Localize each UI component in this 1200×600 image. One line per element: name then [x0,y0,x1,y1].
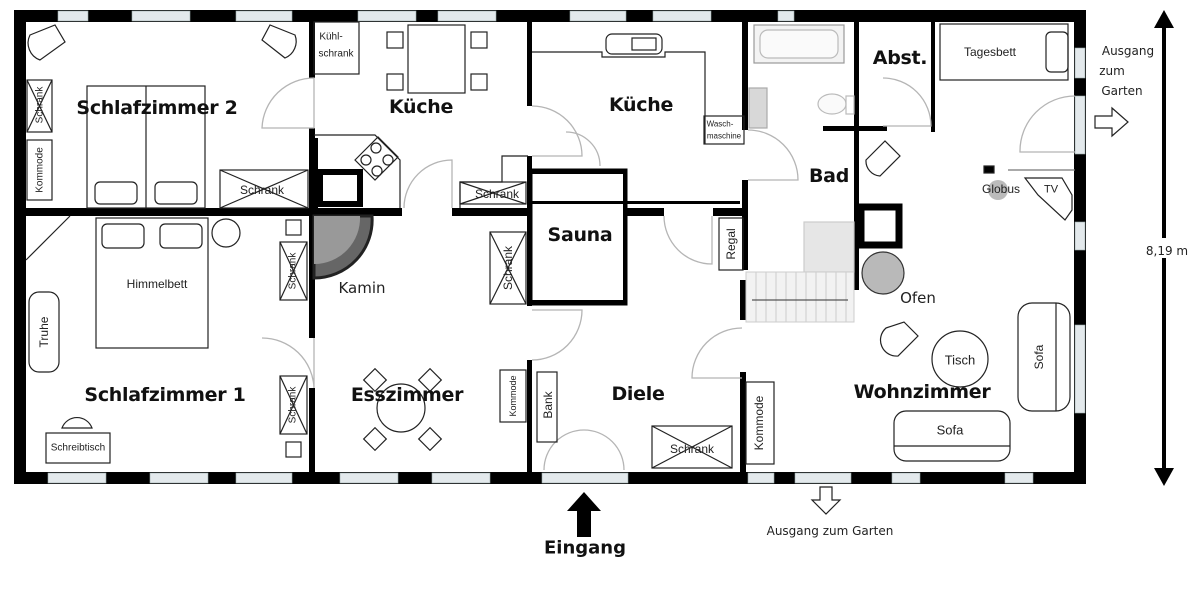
label-sofa-vertical: Sofa [1032,344,1046,370]
label-himmelbett: Himmelbett [126,277,188,291]
room-label-kueche-1: Küche [388,96,454,118]
label-schrank-sz1-bottom: Schrank [287,386,299,424]
exit-south-label: Ausgang zum Garten [766,524,894,538]
entrance-label: Eingang [543,537,627,559]
room-label-esszimmer: Esszimmer [350,384,464,406]
label-waschmaschine-1: Wasch- [706,119,734,129]
label-tv: TV [1043,183,1059,196]
exit-east-line-1: Ausgang [1101,44,1155,58]
label-tisch: Tisch [944,352,976,368]
label-ofen: Ofen [900,289,936,307]
label-schrank-sz2-left: Schrank [34,86,46,124]
arrow-right-icon [1094,106,1129,138]
room-label-wohnzimmer: Wohnzimmer [853,381,991,403]
sauna-box [529,168,628,306]
label-schreibtisch: Schreibtisch [50,442,106,454]
room-label-kueche-2: Küche [608,94,674,116]
furniture [25,21,1075,469]
windows [47,10,1086,484]
label-globus: Globus [981,182,1021,196]
label-schrank-diele: Schrank [669,442,715,456]
door-arcs [261,77,1076,471]
room-label-sauna: Sauna [547,224,613,246]
interior-walls [14,10,935,484]
room-label-bad: Bad [808,165,850,187]
arrow-down-icon [810,486,842,515]
dimension-arrow-icon [1140,10,1188,486]
label-schrank-sz1-top: Schrank [287,252,299,290]
label-kuehlschrank-2: schrank [318,48,354,60]
dimension-label: 8,19 m [1145,244,1189,258]
room-label-diele: Diele [611,383,665,405]
label-schrank-esszimmer: Schrank [501,245,515,291]
label-kamin: Kamin [338,279,386,297]
kamin-icon [312,214,374,280]
room-label-schlafzimmer-2: Schlafzimmer 2 [76,97,238,119]
label-kommode-esszimmer: Kommode [507,375,518,417]
label-schrank-sz2-bottom: Schrank [239,183,285,197]
label-kommode-wohnzimmer: Kommode [752,395,766,451]
exit-east-line-3: Garten [1101,84,1143,98]
exit-east-line-2: zum [1099,64,1125,78]
label-bank: Bank [541,391,555,419]
label-regal: Regal [724,228,738,260]
room-label-abstellraum: Abst. [872,47,928,69]
label-kommode-sz2: Kommode [34,147,46,193]
label-tagesbett: Tagesbett [963,45,1017,59]
label-sofa-horizontal: Sofa [936,422,964,438]
label-schrank-kueche: Schrank [474,187,520,201]
label-waschmaschine-2: maschine [706,131,742,141]
label-truhe: Truhe [37,316,51,348]
room-label-schlafzimmer-1: Schlafzimmer 1 [84,384,246,406]
label-kuehlschrank-1: Kühl- [319,31,343,43]
arrow-up-icon [567,492,601,537]
